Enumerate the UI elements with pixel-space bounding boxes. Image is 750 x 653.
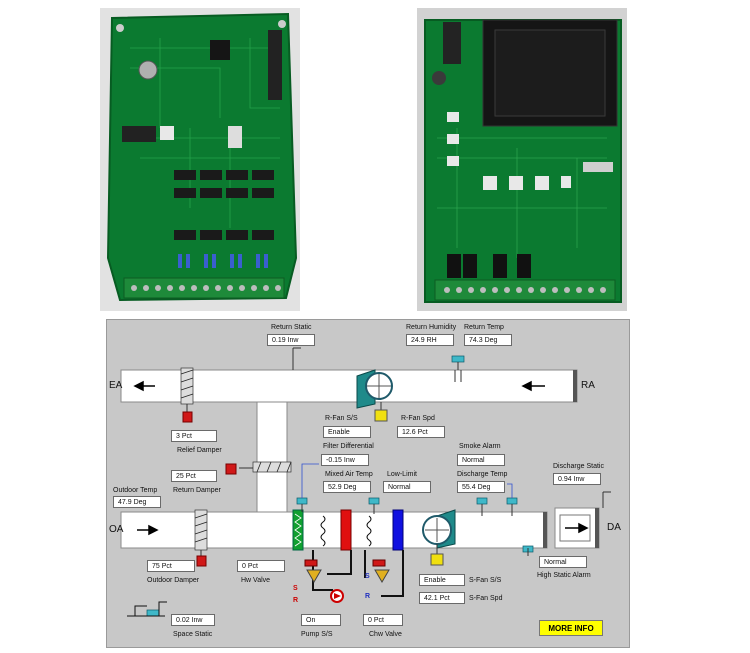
s-fan-spd-value[interactable]: 42.1 Pct (419, 592, 465, 604)
filter-differential-value[interactable]: -0.15 Inw (321, 454, 369, 466)
r-fan-spd-label: R-Fan Spd (401, 415, 435, 422)
return-static-label: Return Static (271, 324, 312, 331)
return-damper-blades (225, 461, 292, 475)
outdoor-temp-label: Outdoor Temp (113, 487, 158, 494)
smoke-alarm-value[interactable]: Normal (457, 454, 505, 466)
relief-damper-label: Relief Damper (177, 447, 222, 454)
relief-damper-value[interactable]: 3 Pct (171, 430, 217, 442)
da-label: DA (607, 522, 621, 533)
smoke-alarm-label: Smoke Alarm (459, 443, 501, 450)
high-static-alarm-label: High Static Alarm (537, 572, 591, 579)
mixed-air-temp-value[interactable]: 52.9 Deg (323, 481, 371, 493)
low-limit-value[interactable]: Normal (383, 481, 431, 493)
discharge-static-value[interactable]: 0.94 Inw (553, 473, 601, 485)
air-handler-schematic (120, 347, 611, 617)
ea-label: EA (109, 380, 123, 391)
space-static-label: Space Static (173, 631, 213, 638)
chw-valve-label: Chw Valve (369, 631, 402, 638)
ra-label: RA (581, 380, 595, 391)
outdoor-damper-blades (194, 509, 208, 567)
chw-valve-body (372, 559, 390, 583)
hw-supply-marker: S (293, 585, 298, 592)
relief-damper-blades (180, 367, 194, 423)
heating-coil (340, 509, 352, 551)
controller-board-illustration (100, 8, 300, 311)
high-static-alarm-value[interactable]: Normal (539, 556, 587, 568)
discharge-temp-value[interactable]: 55.4 Deg (457, 481, 505, 493)
outdoor-temp-value[interactable]: 47.9 Deg (113, 496, 161, 508)
return-fan (356, 369, 393, 422)
mixing-connector (256, 401, 288, 513)
s-fan-ss-value[interactable]: Enable (419, 574, 465, 586)
chw-valve-value[interactable]: 0 Pct (363, 614, 403, 626)
mixed-air-temp-label: Mixed Air Temp (325, 471, 373, 478)
s-fan-spd-label: S-Fan Spd (469, 595, 503, 602)
s-fan-ss-label: S-Fan S/S (469, 577, 502, 584)
return-humidity-value[interactable]: 24.9 RH (406, 334, 454, 346)
pump-ss-value[interactable]: On (301, 614, 341, 626)
hvac-air-handler-panel: Return Static 0.19 Inw Return Humidity 2… (106, 319, 630, 648)
more-info-button[interactable]: MORE INFO (539, 620, 603, 636)
r-fan-ss-label: R-Fan S/S (325, 415, 358, 422)
power-board-illustration (417, 8, 627, 311)
hw-valve-label: Hw Valve (241, 577, 271, 584)
pump-ss-label: Pump S/S (301, 631, 333, 638)
discharge-static-label: Discharge Static (553, 463, 604, 470)
supply-fan (422, 509, 456, 566)
r-fan-spd-value[interactable]: 12.6 Pct (397, 426, 445, 438)
outdoor-damper-value[interactable]: 75 Pct (147, 560, 195, 572)
return-humidity-label: Return Humidity (406, 324, 457, 331)
filter-differential-label: Filter Differential (323, 443, 374, 450)
return-damper-value[interactable]: 25 Pct (171, 470, 217, 482)
space-static-value[interactable]: 0.02 Inw (171, 614, 215, 626)
outdoor-damper-label: Outdoor Damper (147, 577, 200, 584)
oa-label: OA (109, 524, 124, 535)
space-static-symbol (127, 601, 167, 617)
chw-return-marker: R (365, 593, 371, 600)
pump-symbol (330, 589, 344, 603)
discharge-temp-label: Discharge Temp (457, 471, 508, 478)
return-temp-label: Return Temp (464, 324, 504, 331)
chw-supply-marker: S (365, 573, 370, 580)
hw-valve-body (304, 559, 322, 583)
filter-bank (292, 509, 304, 551)
hw-return-marker: R (293, 597, 299, 604)
supply-duct (120, 511, 548, 549)
return-damper-label: Return Damper (173, 487, 221, 494)
hw-valve-value[interactable]: 0 Pct (237, 560, 285, 572)
r-fan-ss-value[interactable]: Enable (323, 426, 371, 438)
photo-power-board (417, 8, 627, 311)
return-temp-value[interactable]: 74.3 Deg (464, 334, 512, 346)
return-static-value[interactable]: 0.19 Inw (267, 334, 315, 346)
photo-controller-board-top (100, 8, 300, 311)
cooling-coil (392, 509, 404, 551)
low-limit-label: Low-Limit (387, 471, 417, 478)
return-duct (120, 369, 578, 403)
